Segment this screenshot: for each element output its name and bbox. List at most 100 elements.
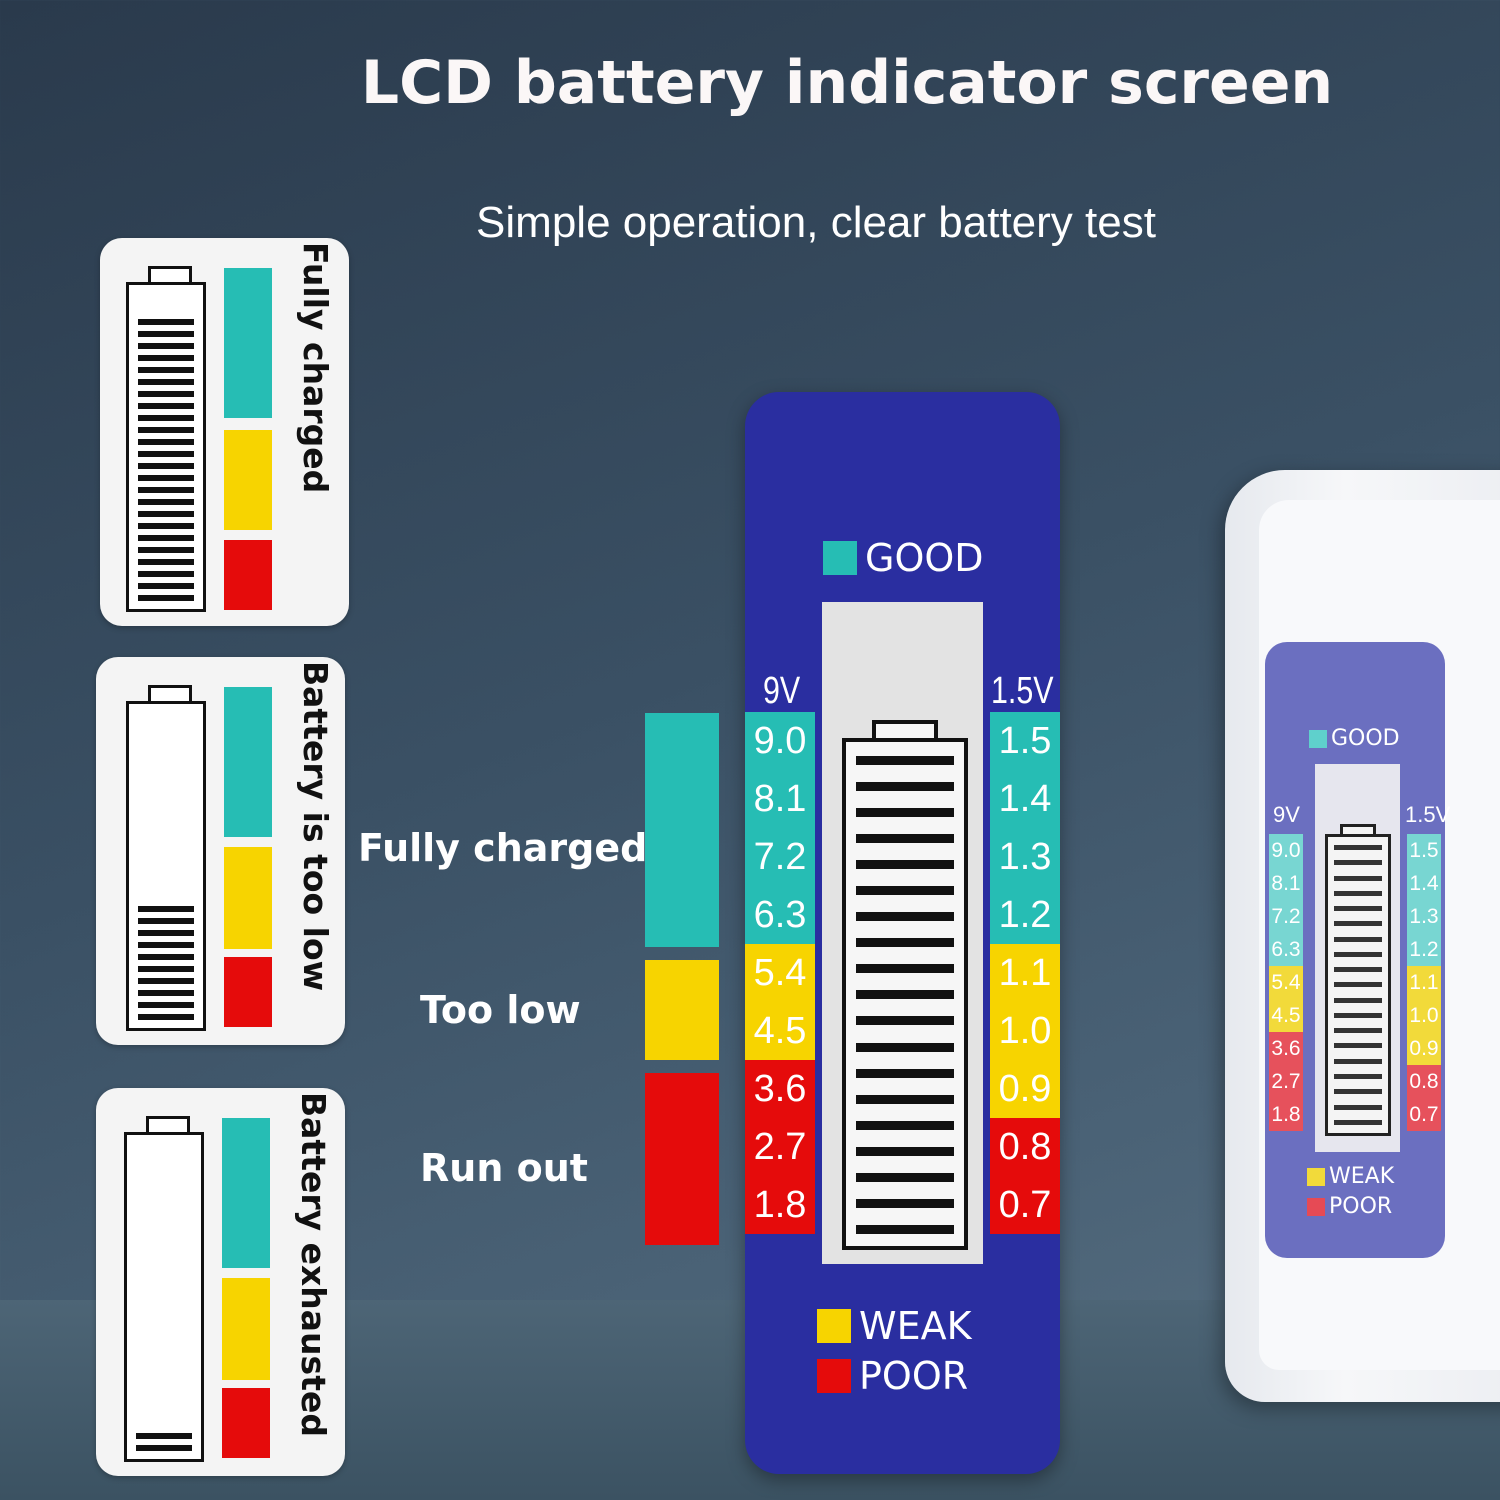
poor-label: POOR [1329, 1194, 1393, 1219]
scale-value: 1.8 [745, 1176, 815, 1234]
battery-bar [138, 966, 194, 972]
page-title: LCD battery indicator screen [360, 48, 1334, 118]
battery-bar [1334, 890, 1382, 896]
scale-value: 3.6 [745, 1060, 815, 1118]
column-header-9v: 9V [763, 670, 801, 712]
scale-value: 5.4 [1269, 966, 1303, 999]
legend-block-poor [645, 1073, 719, 1245]
scale-value: 1.8 [1269, 1098, 1303, 1131]
battery-icon [1325, 834, 1391, 1136]
battery-bar [1334, 997, 1382, 1003]
scale-value: 0.8 [990, 1118, 1060, 1176]
scale-value: 8.1 [745, 770, 815, 828]
battery-bar [138, 463, 194, 469]
card-fully-charged: Fully charged [100, 238, 349, 626]
battery-bar [856, 782, 954, 792]
card-label: Battery exhausted [294, 1092, 333, 1437]
battery-cap [146, 1116, 190, 1134]
scale-value: 0.9 [990, 1060, 1060, 1118]
scale-value: 6.3 [1269, 933, 1303, 966]
battery-icon [126, 282, 206, 612]
battery-bar [138, 990, 194, 996]
battery-bar [1334, 936, 1382, 942]
scale-value: 1.3 [1407, 900, 1441, 933]
page-subtitle: Simple operation, clear battery test [476, 198, 1156, 247]
legend-good: GOOD [823, 536, 984, 580]
scale-value: 1.4 [990, 770, 1060, 828]
battery-bar [856, 964, 954, 974]
scale-value: 0.8 [1407, 1065, 1441, 1098]
battery-bar [1334, 1012, 1382, 1018]
poor-swatch [1307, 1197, 1325, 1216]
scale-value: 9.0 [745, 712, 815, 770]
mini-legend-good: GOOD [1309, 726, 1400, 751]
battery-bar [138, 942, 194, 948]
segment-poor [224, 540, 272, 610]
scale-value: 1.3 [990, 828, 1060, 886]
battery-bar [138, 954, 194, 960]
battery-bar [856, 912, 954, 922]
scale-value: 1.1 [990, 944, 1060, 1002]
battery-bar [856, 938, 954, 948]
battery-bar [138, 535, 194, 541]
battery-bar [138, 918, 194, 924]
battery-bar [1334, 1089, 1382, 1095]
battery-bar [138, 475, 194, 481]
battery-bar [138, 439, 194, 445]
battery-bar [138, 547, 194, 553]
battery-bar [136, 1433, 192, 1439]
segment-weak [224, 430, 272, 530]
battery-bar [1334, 967, 1382, 973]
card-exhausted: Battery exhausted [96, 1088, 345, 1476]
segment-poor [224, 957, 272, 1027]
battery-bar [1334, 1119, 1382, 1125]
battery-bar [138, 930, 194, 936]
battery-bar [1334, 1043, 1382, 1049]
battery-bar [138, 511, 194, 517]
battery-bar [138, 355, 194, 361]
battery-bar [1334, 845, 1382, 850]
scale-value: 1.2 [990, 886, 1060, 944]
segment-good [224, 268, 272, 418]
battery-icon [842, 738, 968, 1250]
battery-bar [138, 379, 194, 385]
battery-cap [1340, 824, 1376, 836]
battery-bar [1334, 1104, 1382, 1110]
mini-lcd-window [1315, 764, 1400, 1152]
card-too-low: Battery is too low [96, 657, 345, 1045]
battery-cap [872, 720, 938, 742]
battery-bar [856, 860, 954, 870]
battery-bar [1334, 875, 1382, 881]
battery-bar [138, 583, 194, 589]
battery-bar [856, 1172, 954, 1182]
scale-value: 2.7 [745, 1118, 815, 1176]
battery-cap [148, 685, 192, 703]
scale-value: 8.1 [1269, 867, 1303, 900]
battery-bar [856, 1120, 954, 1130]
battery-bar [138, 499, 194, 505]
battery-bar [856, 1094, 954, 1104]
scale-value: 1.0 [990, 1002, 1060, 1060]
segment-poor [222, 1388, 270, 1458]
scale-value: 3.6 [1269, 1032, 1303, 1065]
battery-bar [138, 331, 194, 337]
weak-label: WEAK [859, 1304, 972, 1348]
segment-weak [224, 847, 272, 949]
weak-label: WEAK [1329, 1164, 1395, 1189]
battery-bar [138, 343, 194, 349]
battery-bar [1334, 906, 1382, 912]
battery-bar [138, 319, 194, 325]
battery-bar [1334, 982, 1382, 988]
card-label: Battery is too low [296, 661, 335, 992]
scale-value: 4.5 [1269, 999, 1303, 1032]
scale-value: 1.1 [1407, 966, 1441, 999]
battery-bar [856, 1042, 954, 1052]
battery-bar [138, 571, 194, 577]
card-label: Fully charged [296, 242, 335, 494]
battery-bar [136, 1445, 192, 1451]
lcd-window [822, 602, 983, 1264]
